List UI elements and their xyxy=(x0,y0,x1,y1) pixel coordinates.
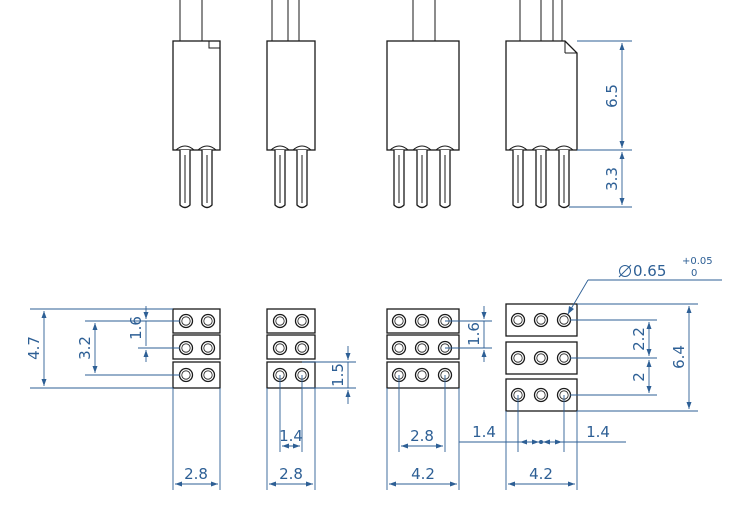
dim-pitch-1row-a: 1.6 xyxy=(127,306,180,362)
holes xyxy=(510,312,572,403)
pin-triple-3 xyxy=(389,145,455,209)
dim-overall-height-right: 6.4 xyxy=(577,303,698,412)
dim-span-1-4-a: 1.4 xyxy=(279,375,303,452)
dim-label: 1.4 xyxy=(279,427,303,445)
dim-overall-height-3row: 4.7 xyxy=(25,308,173,389)
dim-span-2-8: 2.8 xyxy=(398,375,446,452)
dim-label: 2.8 xyxy=(184,465,208,483)
dim-label: 2.8 xyxy=(279,465,303,483)
dim-label: 1.4 xyxy=(586,423,610,441)
holes xyxy=(391,313,453,383)
dim-label: 3.2 xyxy=(76,336,94,360)
dim-pitch-2-2: 2.2 xyxy=(570,319,657,359)
dim-label: 2.2 xyxy=(630,327,648,351)
dim-label: 1.6 xyxy=(127,316,145,340)
side-view-2 xyxy=(266,0,316,209)
dim-pitch-2row: 3.2 xyxy=(76,320,180,376)
tolerance-lower: 0 xyxy=(691,268,697,279)
top-view-2 xyxy=(266,308,316,389)
dim-label: 2.8 xyxy=(410,427,434,445)
dim-width-3col-b: 4.2 xyxy=(505,411,578,490)
dim-pitch-1row-b: 1.5 xyxy=(302,346,356,404)
dim-pitch-2: 2 xyxy=(570,360,657,396)
hole-diameter-callout: 0.65 +0.05 0 xyxy=(567,256,722,315)
side-view-4 xyxy=(505,0,578,209)
dim-span-1-4-b-c: 1.4 1.4 xyxy=(459,395,626,452)
dim-label: 1.5 xyxy=(329,363,347,387)
dim-width-2col-a: 2.8 xyxy=(172,388,221,490)
dim-label: 6.4 xyxy=(670,345,688,369)
diameter-value: 0.65 xyxy=(633,262,666,280)
dim-label: 3.3 xyxy=(603,167,621,191)
dim-pitch-1row-c: 1.6 xyxy=(445,306,492,362)
dim-label: 4.7 xyxy=(25,336,43,360)
tolerance-upper: +0.05 xyxy=(682,256,713,267)
dim-label: 1.6 xyxy=(465,322,483,346)
pin-pair-2 xyxy=(270,145,312,209)
dim-label: 1.4 xyxy=(472,423,496,441)
dim-side-height-upper: 6.5 xyxy=(577,40,632,151)
pin-pair-1 xyxy=(175,145,217,209)
dim-label: 4.2 xyxy=(411,465,435,483)
side-view-3 xyxy=(386,0,460,209)
dim-side-height-lower: 3.3 xyxy=(569,152,632,208)
side-view-1 xyxy=(172,0,221,209)
top-view-4 xyxy=(505,303,578,412)
dim-width-2col-b: 2.8 xyxy=(266,388,316,490)
dim-label: 6.5 xyxy=(603,84,621,108)
top-view-1 xyxy=(172,308,221,389)
dim-label: 2 xyxy=(630,372,648,382)
dim-label: 4.2 xyxy=(529,465,553,483)
dim-width-3col-a: 4.2 xyxy=(386,388,460,490)
pin-triple-4 xyxy=(508,145,574,209)
holes xyxy=(272,313,310,383)
